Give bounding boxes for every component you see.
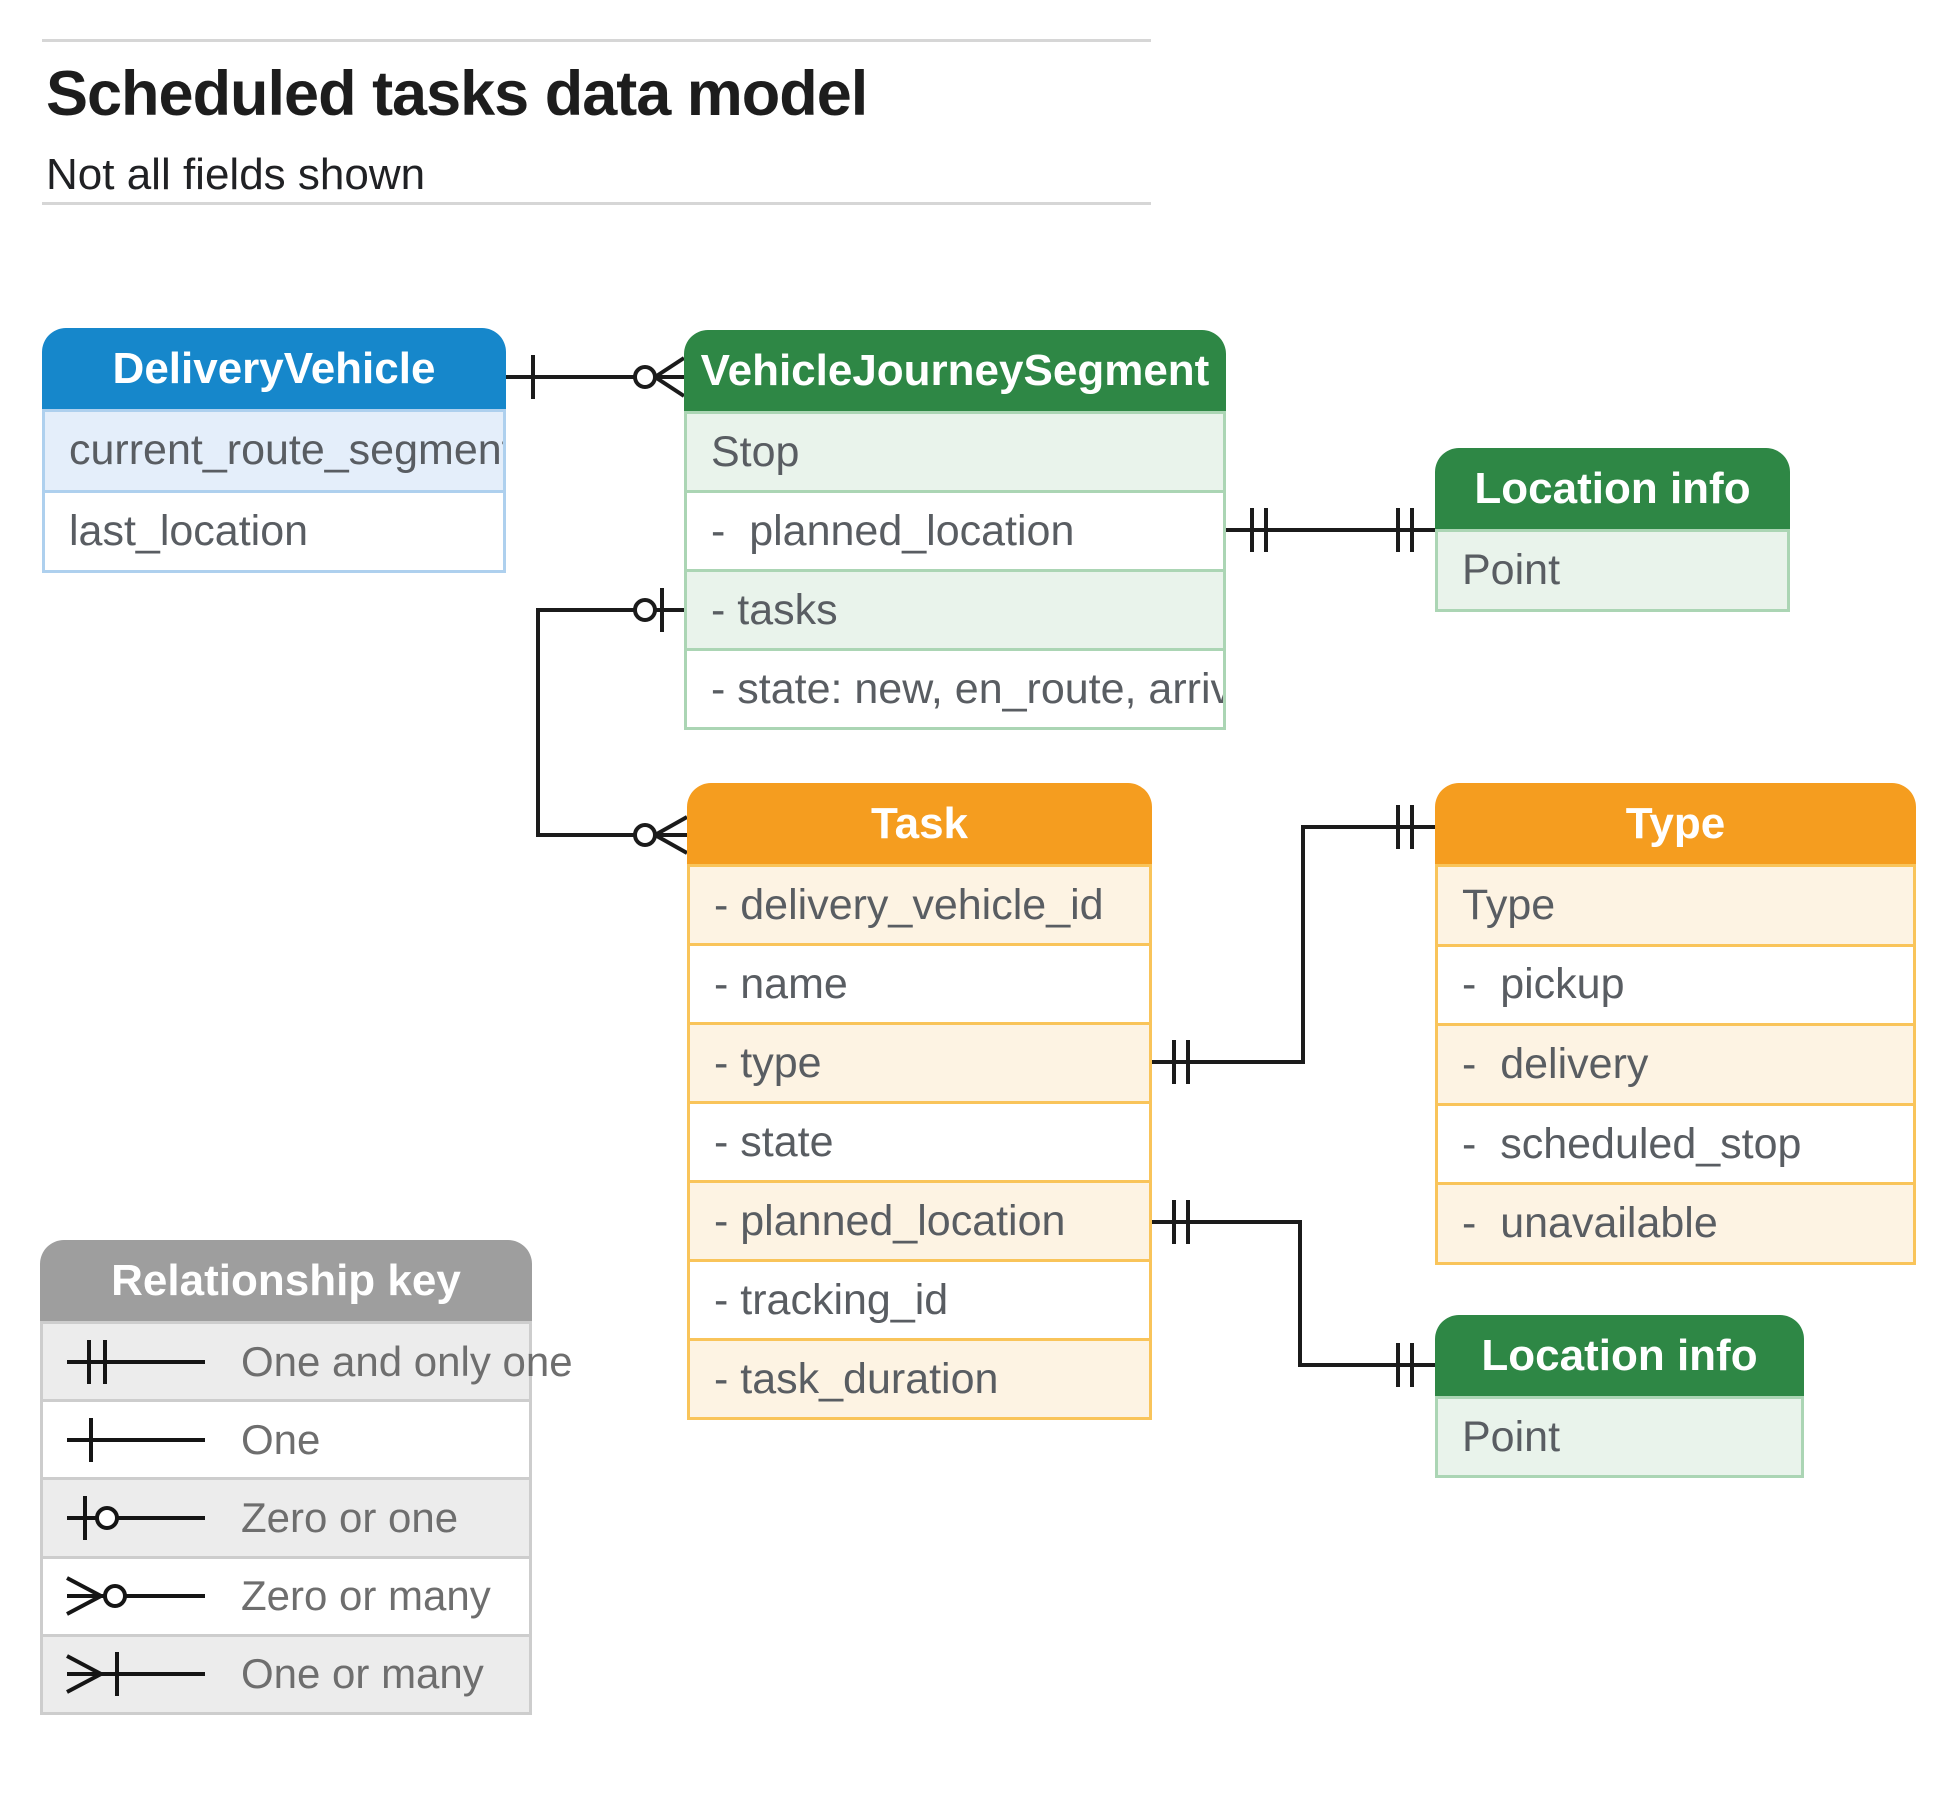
key-label: Zero or one <box>241 1494 459 1541</box>
connector-task-type-to-type <box>1152 805 1435 1084</box>
connector-task-plannedlocation-to-locationinfo <box>1152 1200 1435 1387</box>
field-row: - delivery <box>1438 1023 1913 1103</box>
field-row: last_location <box>45 489 503 571</box>
field-row: - unavailable <box>1438 1182 1913 1262</box>
entity-title: Type <box>1625 798 1726 848</box>
page-subtitle: Not all fields shown <box>46 150 426 199</box>
field-row: Type <box>1438 864 1913 944</box>
relationship-key: Relationship key One and only one One Ze… <box>40 1240 573 1715</box>
relationship-key-title: Relationship key <box>111 1255 461 1305</box>
field-row: - pickup <box>1438 943 1913 1024</box>
field-row: - planned_location <box>687 490 1223 569</box>
connector-deliveryvehicle-to-vehiclejourneysegment <box>506 355 686 399</box>
entity-delivery-vehicle-header: DeliveryVehicle <box>42 328 506 409</box>
entity-location-info-top-header: Location info <box>1435 448 1790 529</box>
key-label: One and only one <box>241 1337 573 1385</box>
field-row: - tasks <box>687 569 1223 648</box>
field-row: - task_duration <box>690 1338 1149 1417</box>
field-label: - unavailable <box>1462 1199 1718 1248</box>
key-label: One or many <box>241 1650 484 1698</box>
entity-delivery-vehicle-body: current_route_segment last_location <box>42 409 506 573</box>
field-label: - planned_location <box>714 1196 1066 1245</box>
entity-vehicle-journey-segment-header: VehicleJourneySegment <box>684 330 1226 411</box>
field-row: Point <box>1438 1396 1801 1475</box>
entity-title: DeliveryVehicle <box>112 343 436 393</box>
one-icon <box>67 1417 205 1462</box>
entity-vehicle-journey-segment-body: Stop - planned_location - tasks - state:… <box>684 411 1226 730</box>
field-label: - task_duration <box>714 1354 999 1403</box>
field-label: - pickup <box>1462 960 1625 1009</box>
field-row: - name <box>690 943 1149 1022</box>
field-label: - scheduled_stop <box>1462 1119 1802 1168</box>
zero-or-many-icon <box>66 1576 205 1616</box>
field-row: - state <box>690 1101 1149 1180</box>
entity-title: Location info <box>1481 1330 1758 1380</box>
entity-title: VehicleJourneySegment <box>700 345 1210 395</box>
entity-location-info-top: Location info Point <box>1435 448 1790 612</box>
entity-type-body: Type - pickup - delivery - scheduled_sto… <box>1435 864 1916 1265</box>
entity-title: Task <box>870 798 969 848</box>
field-label: - tasks <box>711 585 838 634</box>
key-label: Zero or many <box>241 1572 491 1620</box>
entity-type: Type Type - pickup - delivery - schedule… <box>1435 783 1916 1265</box>
field-row: - type <box>690 1022 1149 1101</box>
field-row: Stop <box>687 411 1223 490</box>
entity-vehicle-journey-segment: VehicleJourneySegment Stop - planned_loc… <box>684 330 1226 730</box>
field-label: Stop <box>711 427 800 476</box>
entity-task: Task - delivery_vehicle_id - name - type… <box>687 783 1152 1420</box>
key-row: One or many <box>43 1633 529 1713</box>
entity-delivery-vehicle: DeliveryVehicle current_route_segment la… <box>42 328 506 573</box>
connector-vjs-plannedlocation-to-locationinfo <box>1226 508 1435 552</box>
field-label: - delivery <box>1462 1039 1649 1088</box>
entity-location-info-top-body: Point <box>1435 529 1790 612</box>
entity-location-info-bottom: Location info Point <box>1435 1315 1804 1478</box>
field-label: - name <box>714 959 848 1008</box>
key-row: Zero or many <box>43 1555 529 1634</box>
entity-location-info-bottom-body: Point <box>1435 1396 1804 1478</box>
field-label: Point <box>1462 1412 1561 1461</box>
one-or-many-icon <box>66 1652 205 1697</box>
field-label: - tracking_id <box>714 1275 949 1324</box>
top-rule <box>42 39 1151 42</box>
field-row: - planned_location <box>690 1180 1149 1259</box>
entity-task-header: Task <box>687 783 1152 864</box>
page-title: Scheduled tasks data model <box>46 59 868 129</box>
zero-or-one-icon <box>67 1496 205 1540</box>
entity-title: Location info <box>1474 463 1751 513</box>
field-label: current_route_segment <box>69 426 503 475</box>
key-row: One <box>43 1399 529 1477</box>
key-label: One <box>241 1415 321 1463</box>
field-label: last_location <box>69 506 309 555</box>
field-row: Point <box>1438 529 1787 609</box>
relationship-key-body: One and only one One Zero or one Zero or… <box>40 1321 573 1715</box>
subtitle-rule <box>42 202 1151 205</box>
relationship-key-header: Relationship key <box>40 1240 532 1321</box>
field-label: - type <box>714 1038 822 1087</box>
key-row: One and only one <box>43 1321 573 1400</box>
field-label: - state <box>714 1117 834 1166</box>
field-label: Type <box>1462 880 1556 929</box>
field-label: - planned_location <box>711 506 1075 555</box>
one-and-only-one-icon <box>67 1339 205 1384</box>
entity-task-body: - delivery_vehicle_id - name - type - st… <box>687 864 1152 1420</box>
field-row: current_route_segment <box>45 409 503 490</box>
field-row: - tracking_id <box>690 1259 1149 1338</box>
field-label: Point <box>1462 546 1561 594</box>
field-label: - state: new, en_route, arrived <box>711 664 1223 713</box>
field-row: - delivery_vehicle_id <box>690 864 1149 943</box>
key-row: Zero or one <box>43 1477 529 1556</box>
entity-type-header: Type <box>1435 783 1916 864</box>
entity-location-info-bottom-header: Location info <box>1435 1315 1804 1396</box>
field-label: - delivery_vehicle_id <box>714 880 1104 929</box>
field-row: - state: new, en_route, arrived <box>687 648 1223 727</box>
field-row: - scheduled_stop <box>1438 1102 1913 1183</box>
connector-vjs-tasks-to-task <box>536 588 688 855</box>
